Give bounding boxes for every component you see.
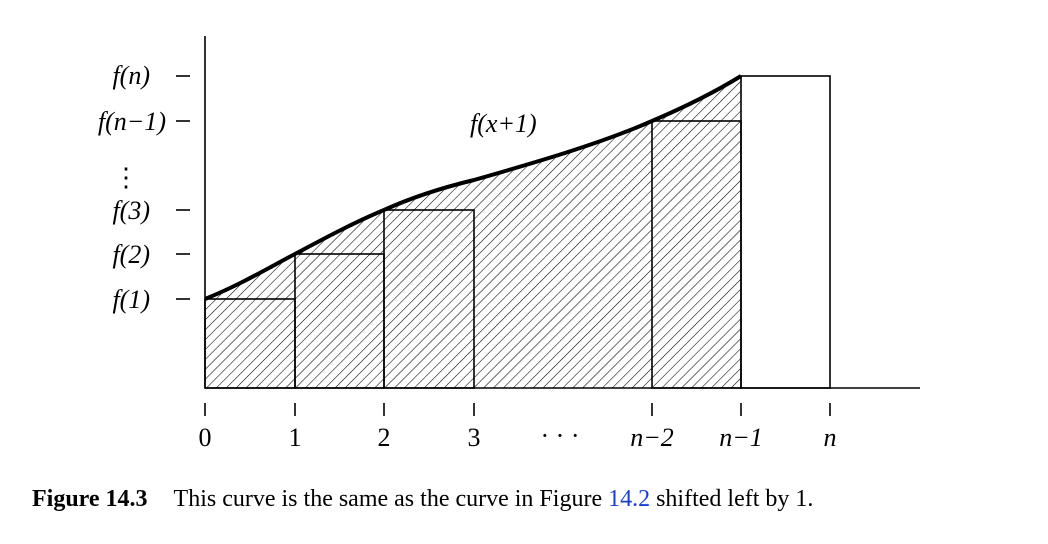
x-label-n2: n−2 (630, 423, 674, 452)
x-label-n: n (824, 423, 837, 452)
rect-2-3 (383, 209, 475, 389)
y-label-fn1: f(n−1) (98, 107, 166, 136)
curve-f-x-plus-1 (204, 74, 743, 301)
rect-n1-n (740, 75, 831, 389)
x-label-2: 2 (378, 423, 391, 452)
y-label-f1: f(1) (112, 285, 150, 314)
caption-label: Figure 14.3 (32, 486, 148, 512)
caption-text-before: This curve is the same as the curve in F… (173, 486, 609, 512)
figure-caption: Figure 14.3 This curve is the same as the… (32, 486, 813, 513)
x-label-n1: n−1 (719, 423, 763, 452)
x-label-3: 3 (468, 423, 481, 452)
y-label-f3: f(3) (112, 196, 150, 225)
x-label-0: 0 (199, 423, 212, 452)
x-ellipsis: · · · (541, 421, 580, 450)
y-ellipsis: ⋮ (113, 163, 139, 192)
caption-text-after: shifted left by 1. (650, 486, 814, 512)
curve-label: f(x+1) (470, 109, 537, 138)
x-label-1: 1 (289, 423, 302, 452)
y-label-f2: f(2) (112, 240, 150, 269)
y-label-fn: f(n) (112, 61, 150, 90)
figure-reference-link[interactable]: 14.2 (608, 486, 651, 512)
